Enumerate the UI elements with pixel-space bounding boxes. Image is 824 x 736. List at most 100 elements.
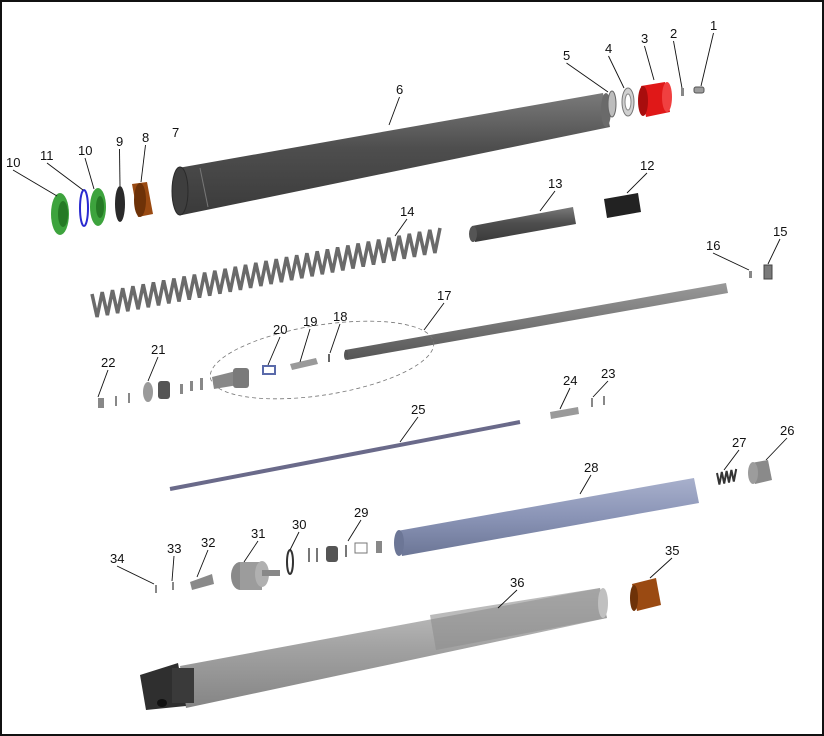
leader-line-34 [116,565,155,585]
callout-24: 24 [563,373,577,388]
callout-21: 21 [151,342,165,357]
callout-9: 9 [116,134,123,149]
leader-line-12 [626,172,648,194]
part-25-long-rod [169,420,521,491]
part-4-washer [621,87,635,117]
part-10-green-seal-right [90,188,106,226]
callout-15: 15 [773,224,787,239]
leader-line-1 [700,32,714,87]
leader-line-33 [171,555,175,582]
leader-line-21 [147,356,159,382]
part-34-pin [155,585,157,593]
callout-11: 11 [40,148,54,163]
leader-line-35 [649,557,673,579]
part-20-small-spring [262,365,276,375]
callout-32: 32 [201,535,215,550]
callout-1: 1 [710,18,717,33]
callout-29: 29 [354,505,368,520]
part-29-valve-stack [308,541,382,562]
callout-5: 5 [563,48,570,63]
callout-22: 22 [101,355,115,370]
leader-line-4 [608,55,625,89]
leader-line-24 [559,387,571,410]
callout-14: 14 [400,204,414,219]
leader-line-6 [388,96,400,126]
part-26-end-cap [748,460,772,484]
callout-26: 26 [780,423,794,438]
part-31-piston [231,561,280,590]
part-2-small-pin [681,88,684,96]
part-1-screw [693,86,705,94]
callout-17: 17 [437,288,451,303]
part-9-black-clip [115,186,125,222]
callout-27: 27 [732,435,746,450]
leader-line-2 [673,40,683,89]
callout-13: 13 [548,176,562,191]
part-27-small-spring [716,468,738,485]
callout-3: 3 [641,31,648,46]
callout-labels: 1234567891010111213141516171819202122232… [6,18,794,609]
leader-line-25 [399,416,419,443]
callout-20: 20 [273,322,287,337]
callout-23: 23 [601,366,615,381]
callout-7: 7 [172,125,179,140]
leader-line-22 [97,369,109,398]
callout-30: 30 [292,517,306,532]
callout-12: 12 [640,158,654,173]
part-8-bronze-bushing [132,182,153,217]
callout-10: 10 [6,155,20,170]
callout-4: 4 [605,41,612,56]
part-14-main-spring [90,227,442,318]
leader-line-18 [329,323,341,354]
leader-line-5 [566,62,609,93]
callout-8: 8 [142,130,149,145]
leader-line-23 [592,380,609,398]
part-19-needle [290,358,318,370]
part-13-spring-guide [469,207,576,242]
part-17-damper-rod [209,283,728,400]
part-35-bronze-bushing [630,578,661,611]
leader-line-30 [289,531,300,551]
leader-line-17 [423,302,445,331]
part-22-small-washers [98,393,130,408]
leader-line-20 [267,336,281,366]
callout-25: 25 [411,402,425,417]
part-11-blue-ring [79,189,89,227]
callout-36: 36 [510,575,524,590]
part-6-upper-tube [171,93,611,216]
leader-line-27 [723,449,740,471]
leader-line-10 [12,169,58,197]
leader-line-29 [347,519,362,542]
part-5-thin-washer [607,90,617,118]
leader-line-36 [497,589,518,609]
part-32-needle [190,574,214,590]
callout-10-b: 10 [78,143,92,158]
part-33-pin [172,582,174,590]
leader-line-19 [299,328,311,363]
callout-35: 35 [665,543,679,558]
part-36-lower-leg [140,588,608,710]
callout-31: 31 [251,526,265,541]
part-24-needle-adjuster [550,407,579,419]
part-18-small-pin [328,354,330,362]
callout-18: 18 [333,309,347,324]
leader-line-26 [765,437,788,461]
leader-line-14 [394,218,408,237]
callout-19: 19 [303,314,317,329]
part-23-pins [591,396,605,407]
leader-line-13 [539,190,556,212]
callout-6: 6 [396,82,403,97]
leader-line-31 [243,540,259,563]
part-12-black-spacer [604,193,641,218]
callout-33: 33 [167,541,181,556]
part-3-red-top-cap [638,82,672,117]
part-21-valve-stack [143,368,249,402]
leader-line-9 [119,148,121,187]
leader-line-32 [196,549,209,578]
leader-line-8 [140,144,146,183]
part-28-cartridge-tube [394,478,699,556]
callout-16: 16 [706,238,720,253]
part-10-green-seal-left [51,193,69,235]
part-16-small-pin [749,271,752,278]
